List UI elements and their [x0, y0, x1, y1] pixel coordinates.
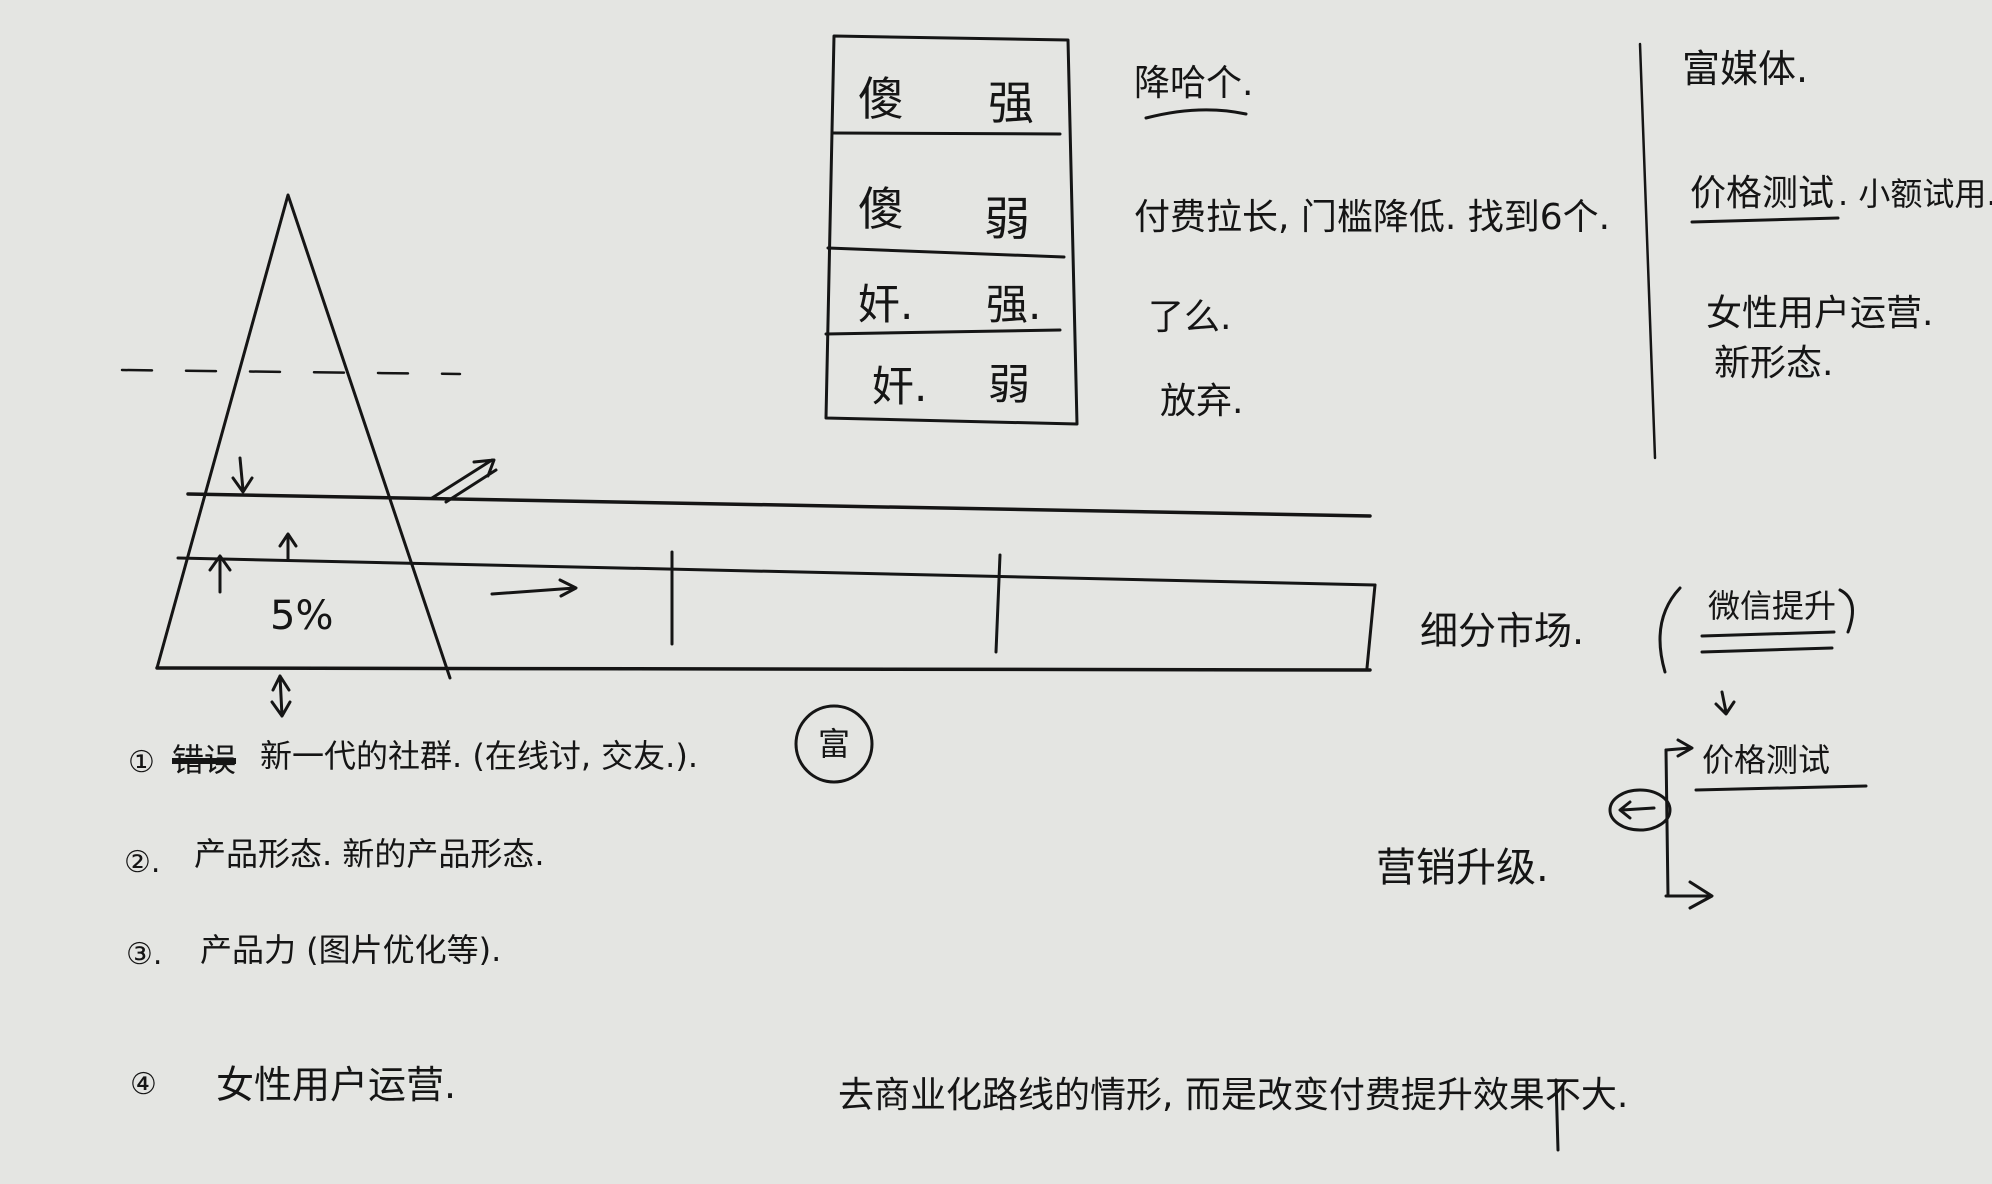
arrow-updown-below: [270, 674, 292, 718]
circle-mark: [794, 704, 874, 784]
table-cell-r2-right: 弱: [984, 192, 1030, 246]
notes-line-3: 放弃.: [1160, 381, 1244, 422]
table-cell-r2-left: 傻: [858, 182, 904, 236]
list-marker-1: ①: [128, 745, 155, 780]
flow-bracket-right: [1838, 588, 1854, 634]
table-row-line-1: [830, 131, 1062, 136]
table-cell-r1-right: 强: [988, 76, 1034, 130]
right-new-form: 新形态.: [1714, 343, 1834, 384]
arrow-down: [231, 456, 254, 494]
right-female-ops: 女性用户运营.: [1706, 293, 1934, 334]
flow-top-label: 微信提升: [1708, 587, 1837, 625]
bottom-note-tail: [1554, 1078, 1560, 1152]
list-text-3: 产品力 (图片优化等).: [200, 931, 502, 969]
list-marker-2: ②.: [124, 845, 161, 880]
table-outer: [824, 34, 1079, 426]
notes-title-underline: [1144, 108, 1248, 120]
table-cell-r4-left: 奸.: [872, 362, 928, 411]
arrow-up-mid: [278, 532, 298, 562]
flow-top-underline: [1700, 630, 1836, 654]
table-row-line-2: [826, 246, 1066, 259]
price-test-underline: [1690, 216, 1840, 224]
circled-char: 富: [818, 725, 851, 763]
list-struck-1: 错误: [172, 741, 237, 779]
right-small-trial: . 小额试用.: [1838, 175, 1992, 213]
flow-vertical: [1664, 748, 1670, 898]
flow-arrow-bottom-right: [1664, 880, 1714, 910]
table-cell-r4-right: 弱: [988, 360, 1031, 409]
bottom-note: 去商业化路线的情形, 而是改变付费提升效果不大.: [838, 1075, 1629, 1116]
table-row-line-3: [824, 328, 1062, 336]
list-marker-3: ③.: [126, 937, 163, 972]
right-price-test: 价格测试: [1690, 173, 1835, 214]
notes-line-1: 付费拉长, 门槛降低. 找到6个.: [1134, 197, 1611, 238]
pyramid-dashed-line: [120, 368, 462, 376]
band-divider-2: [994, 553, 1002, 654]
list-text-2: 产品形态. 新的产品形态.: [194, 835, 545, 873]
band-end-line: [1365, 583, 1377, 670]
flow-left-label: 营销升级.: [1376, 845, 1549, 891]
table-cell-r3-left: 奸.: [858, 280, 914, 329]
list-text-1: 新一代的社群. (在线讨, 交友.).: [260, 737, 699, 775]
band-top-line: [186, 492, 1372, 518]
arrow-right-in-band: [490, 578, 578, 598]
flow-arrow-down: [1714, 690, 1736, 716]
notes-title: 降哈个.: [1134, 63, 1254, 104]
band-bottom-line: [155, 666, 1372, 672]
band-label: 细分市场.: [1420, 609, 1585, 653]
table-cell-r1-left: 傻: [858, 72, 904, 126]
table-cell-r3-right: 强.: [986, 280, 1042, 329]
arrow-up-left: [208, 554, 232, 594]
flow-bracket-left: [1658, 586, 1682, 674]
right-title: 富媒体.: [1682, 47, 1809, 91]
flow-arrow-top-right: [1664, 738, 1694, 758]
flow-bottom-underline: [1694, 784, 1868, 792]
notes-line-2: 了么.: [1148, 297, 1232, 338]
arrow-double-diagonal: [430, 458, 498, 504]
list-marker-4: ④: [130, 1067, 157, 1102]
pyramid-percent: 5%: [270, 593, 334, 639]
band-middle-line: [176, 556, 1377, 587]
flow-loop-arrow: [1618, 800, 1656, 820]
flow-bottom-label: 价格测试: [1702, 741, 1831, 779]
pyramid-outline: [155, 193, 452, 680]
right-divider-line: [1638, 42, 1657, 460]
flow-loop-circle: [1608, 788, 1672, 832]
list-text-4: 女性用户运营.: [216, 1063, 457, 1107]
